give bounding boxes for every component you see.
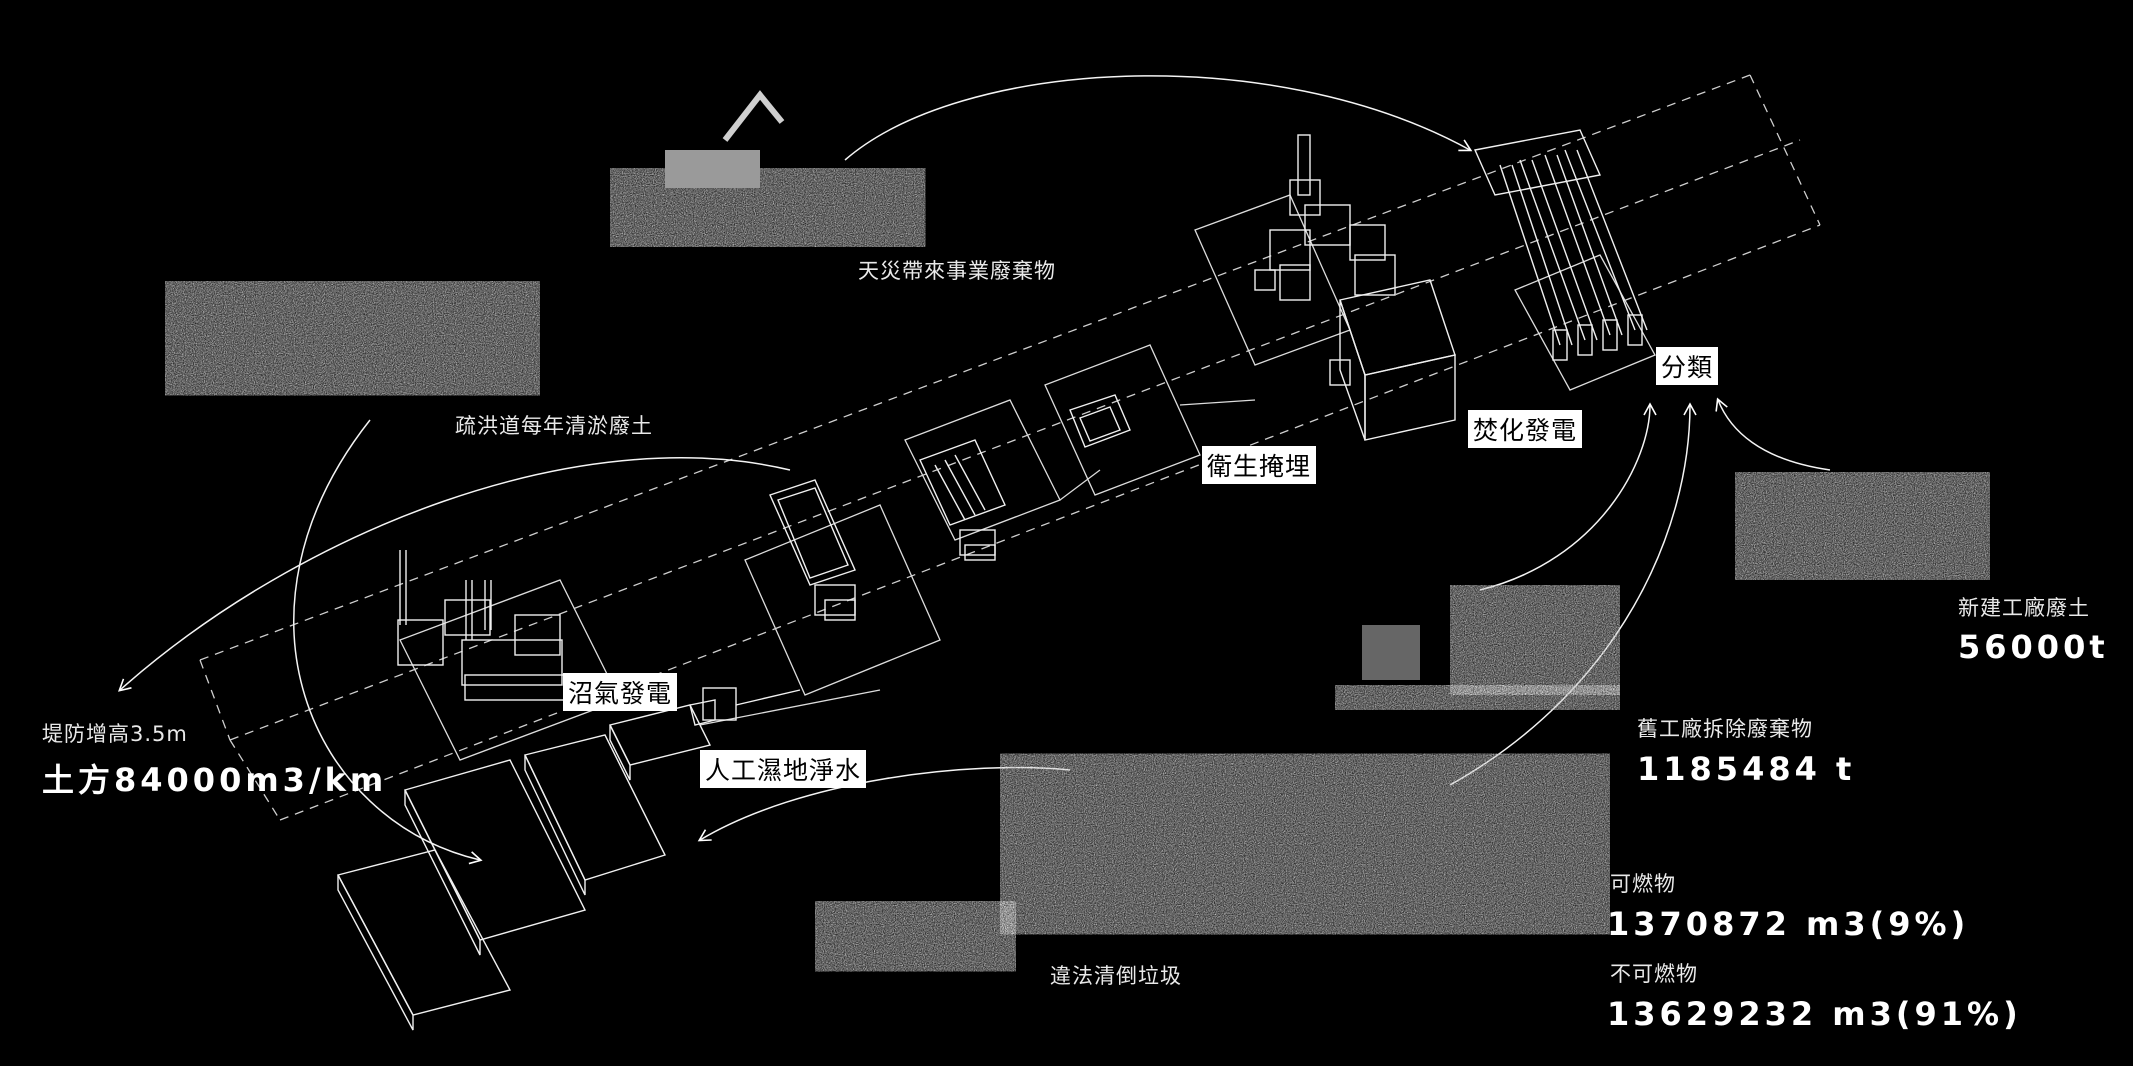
label-disaster-waste: 天災帶來事業廢棄物: [858, 259, 1056, 283]
sorting-machine: [1474, 129, 1648, 361]
flow-arrows: [118, 75, 1831, 865]
arrow-rubble-to-wetland: [697, 766, 1071, 842]
tag-incineration-power: 焚化發電: [1468, 410, 1583, 448]
arrow-oldfactory-to-sorting: [1479, 402, 1657, 591]
value-combustible: 1370872 m3(9%): [1607, 905, 1970, 943]
illegal-dumping-photo: [815, 901, 1016, 972]
new-factory-site-photo: [1735, 472, 1990, 580]
landfill-pit: [1069, 394, 1131, 448]
label-old-factory-demolition: 舊工廠拆除廢棄物: [1637, 717, 1813, 741]
tag-biogas-power: 沼氣發電: [563, 673, 678, 711]
biogas-plant: [397, 550, 566, 701]
label-noncombustible: 不可燃物: [1610, 962, 1698, 986]
incineration-plant: [1254, 134, 1456, 441]
arrow-floodway-to-wetland: [293, 419, 483, 865]
label-combustible: 可燃物: [1610, 872, 1676, 896]
value-levee: 土方84000m3/km: [42, 761, 388, 799]
tag-sanitary-landfill: 衛生掩埋: [1202, 446, 1317, 484]
old-factory-photo: [1335, 585, 1620, 710]
tag-constructed-wetland: 人工濕地淨水: [700, 750, 867, 788]
rubble-heap-photo: [1000, 753, 1610, 935]
arrow-rubble-to-sorting: [1449, 402, 1697, 786]
disaster-site-photo: [610, 90, 926, 247]
treatment-tanks: [769, 439, 1006, 621]
arrow-corridor-to-levee: [118, 457, 791, 692]
label-new-factory-soil: 新建工廠廢土: [1958, 596, 2090, 620]
value-new-factory-soil: 56000t: [1958, 628, 2109, 666]
label-illegal-dumping: 違法清倒垃圾: [1050, 964, 1182, 988]
arrow-newfactory-to-sorting: [1715, 397, 1831, 471]
wetland-basins: [336, 687, 801, 1031]
value-old-factory-demolition: 1185484 t: [1637, 750, 1856, 788]
arrow-disaster-to-sorting: [844, 75, 1473, 161]
label-levee: 堤防增高3.5m: [42, 722, 188, 746]
debris-heap-photo: [165, 281, 540, 396]
label-floodway-dredge: 疏洪道每年清淤廢土: [455, 414, 653, 438]
tag-sorting: 分類: [1656, 347, 1719, 385]
value-noncombustible: 13629232 m3(91%): [1607, 995, 2022, 1033]
